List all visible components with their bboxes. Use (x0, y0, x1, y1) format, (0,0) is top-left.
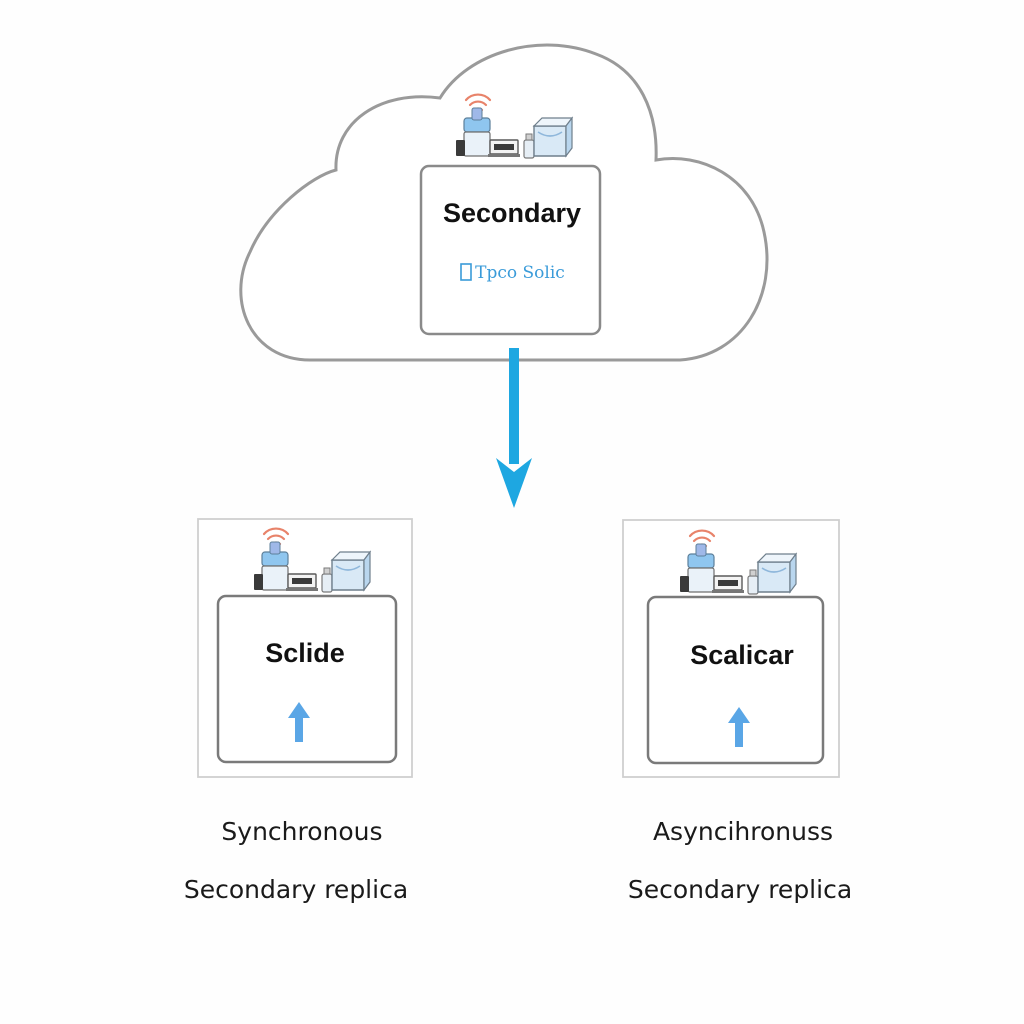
replica-caption-line1: Synchronous (221, 817, 382, 846)
replica-title: Scalicar (690, 640, 794, 670)
primary-node-subtitle: Tpco Solic (475, 263, 565, 283)
replica-caption-line2: Secondary replica (184, 875, 408, 904)
replica-node-box (216, 594, 398, 764)
primary-node-title: Secondary (443, 198, 581, 228)
replica-caption-line1: Asyncihronuss (653, 817, 833, 846)
tag-icon (460, 263, 472, 281)
replica-node-box (646, 595, 825, 765)
replica-title: Sclide (265, 638, 345, 668)
primary-node-box (419, 164, 602, 336)
replica-caption-line2: Secondary replica (628, 875, 852, 904)
replica-asynchronous[interactable]: Scalicar Asyncihronuss Secondary replica (622, 519, 852, 904)
arrow-down-icon (496, 348, 532, 508)
primary-node[interactable]: Secondary Tpco Solic (419, 93, 602, 336)
replica-synchronous[interactable]: Sclide Synchronous Secondary replica (184, 518, 413, 904)
